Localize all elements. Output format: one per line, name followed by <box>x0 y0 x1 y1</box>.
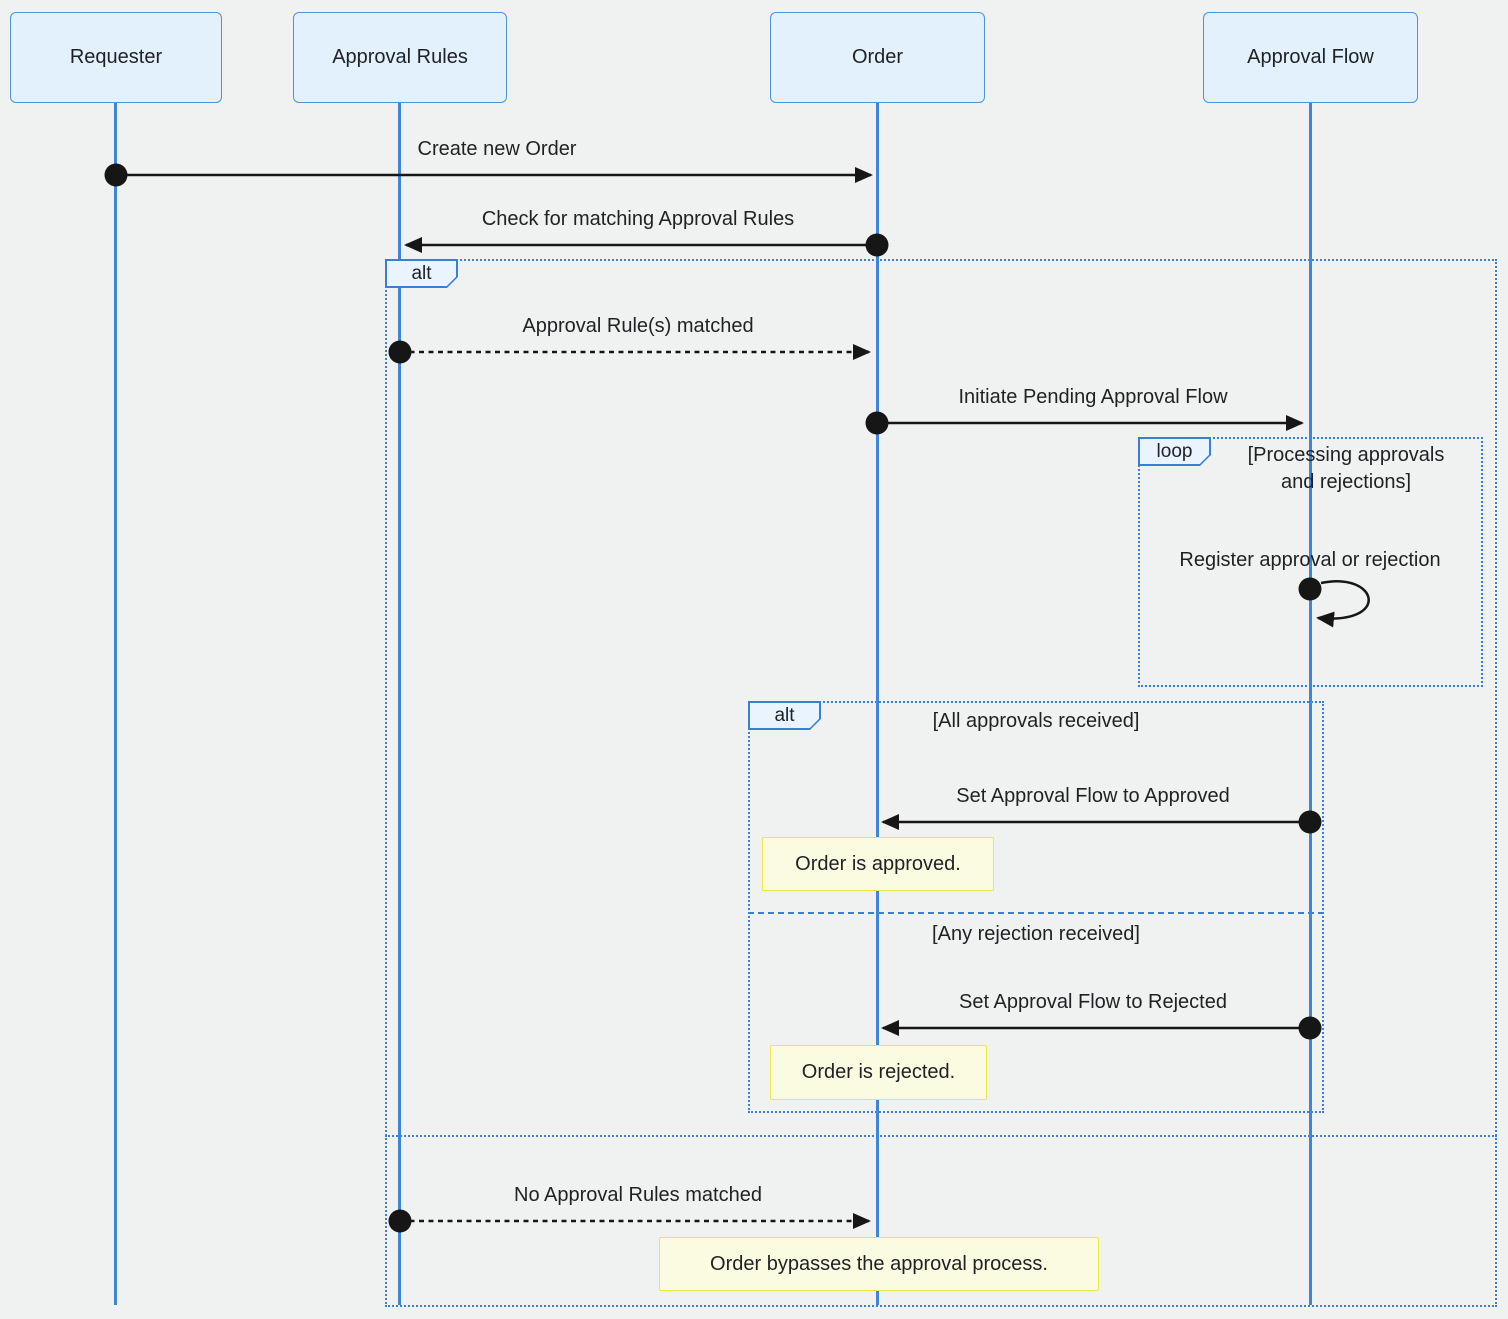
arrow-create-order <box>104 163 873 187</box>
participant-order-label: Order <box>851 46 904 68</box>
note-order-approved: Order is approved. <box>762 837 994 891</box>
alt-outer-label-text: alt <box>411 262 432 284</box>
note-order-bypass: Order bypasses the approval process. <box>659 1237 1099 1291</box>
message-rules-matched: Approval Rule(s) matched <box>522 315 754 337</box>
lifeline-approval-flow <box>1309 103 1312 1305</box>
alt-frame-inner <box>748 701 1324 1113</box>
alt-outer-label: alt <box>385 259 458 288</box>
message-set-approved: Set Approval Flow to Approved <box>956 785 1230 807</box>
participant-approval-flow-label: Approval Flow <box>1247 46 1374 68</box>
lifeline-approval-rules <box>398 103 401 1305</box>
alt-condition-rejected: [Any rejection received] <box>932 923 1140 945</box>
message-no-rules: No Approval Rules matched <box>514 1184 762 1206</box>
loop-label: loop <box>1138 437 1211 466</box>
alt-inner-label: alt <box>748 701 821 730</box>
message-set-rejected: Set Approval Flow to Rejected <box>959 991 1227 1013</box>
loop-label-text: loop <box>1156 440 1193 462</box>
alt-inner-else-divider <box>748 912 1324 914</box>
message-create-order: Create new Order <box>417 138 577 160</box>
alt-inner-label-text: alt <box>774 704 795 726</box>
arrow-check-rules <box>404 233 889 257</box>
lifeline-order <box>876 103 879 1305</box>
participant-approval-rules: Approval Rules <box>293 12 507 103</box>
alt-outer-else-divider <box>385 1135 1497 1137</box>
participant-approval-rules-label: Approval Rules <box>332 46 468 68</box>
participant-approval-flow: Approval Flow <box>1203 12 1418 103</box>
participant-requester-label: Requester <box>69 46 163 68</box>
participant-requester: Requester <box>10 12 222 103</box>
alt-condition-approved: [All approvals received] <box>932 710 1140 732</box>
message-check-rules: Check for matching Approval Rules <box>481 208 795 230</box>
alt-frame-outer <box>385 259 1497 1307</box>
message-register: Register approval or rejection <box>1179 549 1441 571</box>
message-initiate-flow: Initiate Pending Approval Flow <box>958 386 1228 408</box>
note-order-rejected: Order is rejected. <box>770 1045 987 1100</box>
participant-order: Order <box>770 12 985 103</box>
lifeline-requester <box>114 103 117 1305</box>
loop-condition: [Processing approvals and rejections] <box>1247 444 1445 493</box>
